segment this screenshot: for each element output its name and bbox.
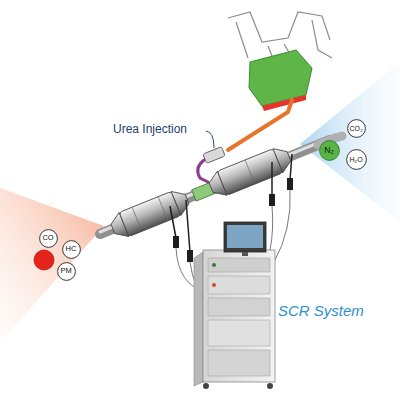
monitor-screen: [227, 225, 263, 248]
rack-unit: [208, 320, 270, 346]
urea-line: [228, 100, 292, 150]
gas-formula: CO: [39, 229, 58, 248]
oxidation-catalyst: [108, 187, 192, 241]
analyzer-cabinet: [194, 222, 275, 389]
gas-bubble: HC: [62, 240, 81, 259]
rack-unit: [208, 258, 270, 272]
urea-hose: [198, 160, 208, 182]
engine-manifold-line: [228, 12, 330, 42]
cabinet-body: [203, 250, 275, 382]
cabinet-side: [194, 252, 203, 386]
probe: [170, 206, 176, 238]
gas-formula: N₂: [319, 140, 340, 161]
outlet-emission-cone: [300, 62, 400, 222]
probe: [186, 200, 190, 252]
bubble-circle: [39, 229, 57, 247]
catalyst-seam: [245, 160, 255, 184]
status-lamp: [212, 283, 216, 287]
probe-tip: [173, 236, 179, 248]
status-lamp: [212, 263, 216, 267]
part-label: SCR System: [278, 303, 364, 320]
manifold-flange: [262, 95, 306, 111]
bubble-circle: [62, 240, 80, 258]
rack-unit: [208, 276, 270, 294]
gas-formula: H₂O: [346, 149, 367, 170]
monitor: [224, 222, 266, 252]
bubble-circle: [319, 140, 339, 160]
probe-tips: [173, 178, 293, 262]
catalyst-seam: [132, 207, 142, 231]
monitor-stand: [242, 252, 248, 256]
bubble-circle: [347, 119, 365, 137]
cabinet-wheel: [203, 383, 209, 389]
gas-bubble: H₂O: [346, 149, 367, 170]
gas-formula: HC: [62, 240, 81, 259]
gas-formula: CO₂: [347, 119, 366, 138]
sample-cable: [270, 206, 273, 250]
probe: [271, 162, 273, 196]
probe: [290, 154, 292, 180]
rack-unit: [208, 350, 270, 376]
nox-bubble: [34, 250, 54, 270]
catalyst-seam: [158, 197, 168, 221]
gas-bubble: PM: [57, 262, 76, 281]
probe-tip: [269, 194, 275, 206]
engine-manifold-line: [236, 20, 332, 58]
gas-bubble: CO: [39, 229, 58, 248]
catalyst-body: [217, 149, 282, 196]
rack-unit: [208, 298, 270, 316]
bubble-circle: [57, 262, 75, 280]
sampling-probes: [170, 154, 292, 252]
gas-formula: PM: [57, 262, 76, 281]
part-label: Urea Injection: [113, 123, 187, 136]
sample-cable: [274, 190, 290, 262]
leader-line: [206, 131, 214, 148]
gas-bubble: N₂: [319, 140, 340, 161]
gas-bubble: CO₂: [347, 119, 366, 138]
injector-body: [203, 147, 225, 164]
engine-outline: [228, 12, 332, 58]
inlet-emission-cone: [0, 188, 104, 342]
cabinet-wheel: [267, 383, 273, 389]
probe-tip: [187, 250, 193, 262]
probe-tip: [287, 178, 293, 190]
bubble-circle: [346, 149, 366, 169]
urea-injector: [203, 147, 225, 164]
